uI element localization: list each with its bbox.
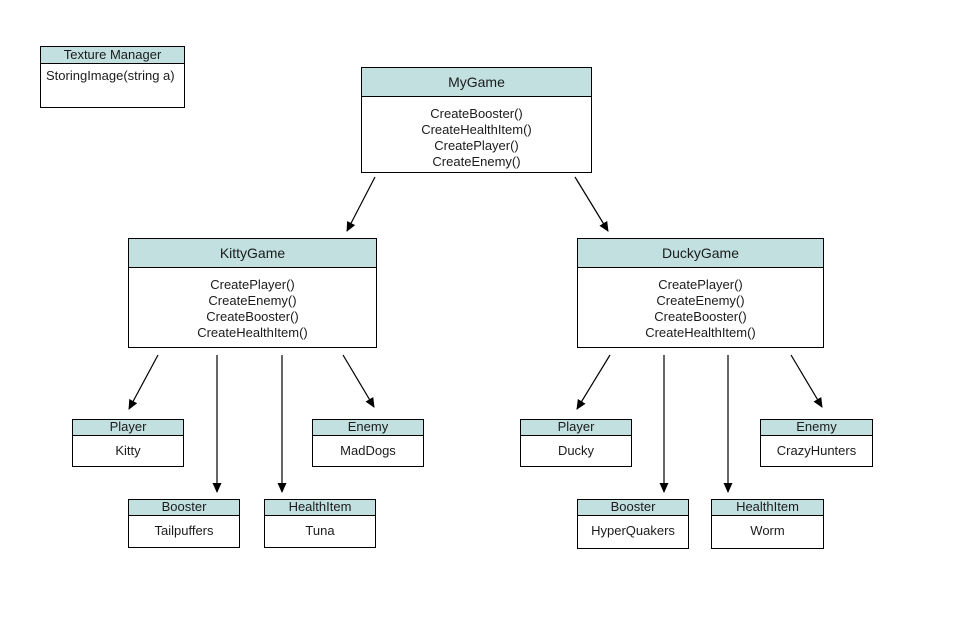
class-box-player-ducky[interactable]: Player Ducky [520,419,632,467]
class-member: Kitty [115,443,141,458]
class-member: CreateHealthItem() [197,325,308,340]
class-members: CreatePlayer() CreateEnemy() CreateBoost… [129,268,376,341]
class-member: Worm [750,523,785,538]
class-members: HyperQuakers [578,516,688,546]
class-box-booster-tailpuffers[interactable]: Booster Tailpuffers [128,499,240,548]
class-title-kittygame: KittyGame [129,239,376,268]
class-members: Tuna [265,516,375,546]
class-members: Ducky [521,436,631,466]
class-member: Ducky [557,443,595,458]
class-member: StoringImage(string a) [46,68,175,83]
class-box-healthitem-worm[interactable]: HealthItem Worm [711,499,824,549]
class-member: CreateHealthItem() [421,122,532,137]
class-title-booster: Booster [578,500,688,516]
class-members: MadDogs [313,436,423,466]
arrow-mygame-to-kittygame [346,176,376,232]
class-title-booster: Booster [129,500,239,516]
class-box-player-kitty[interactable]: Player Kitty [72,419,184,467]
class-member: CrazyHunters [776,443,857,458]
class-member: Tailpuffers [154,523,214,538]
class-box-enemy-maddogs[interactable]: Enemy MadDogs [312,419,424,467]
class-title-enemy: Enemy [313,420,423,436]
class-title-duckygame: DuckyGame [578,239,823,268]
class-box-healthitem-tuna[interactable]: HealthItem Tuna [264,499,376,548]
class-members: CreateBooster() CreateHealthItem() Creat… [362,97,591,170]
class-member: CreateEnemy() [656,293,745,308]
class-members: Tailpuffers [129,516,239,546]
class-member: CreateBooster() [206,309,299,324]
class-box-kittygame[interactable]: KittyGame CreatePlayer() CreateEnemy() C… [128,238,377,348]
class-member: MadDogs [340,443,396,458]
class-member: HyperQuakers [591,523,675,538]
arrow-kittygame-to-player [128,354,159,410]
class-box-enemy-crazyhunters[interactable]: Enemy CrazyHunters [760,419,873,467]
class-member: CreatePlayer() [210,277,295,292]
class-box-texture-manager[interactable]: Texture Manager StoringImage(string a) [40,46,185,108]
class-title-enemy: Enemy [761,420,872,436]
class-member: CreatePlayer() [434,138,519,153]
class-member: CreateBooster() [430,106,523,121]
arrow-duckygame-to-enemy [790,354,823,408]
class-title-player: Player [73,420,183,436]
class-members: StoringImage(string a) [41,64,184,83]
arrow-kittygame-to-enemy [342,354,375,408]
class-box-booster-hyperquakers[interactable]: Booster HyperQuakers [577,499,689,549]
class-member: CreateEnemy() [432,154,521,169]
class-title-healthitem: HealthItem [265,500,375,516]
class-members: CrazyHunters [761,436,872,466]
class-member: CreateHealthItem() [645,325,756,340]
class-box-duckygame[interactable]: DuckyGame CreatePlayer() CreateEnemy() C… [577,238,824,348]
class-member: CreateEnemy() [208,293,297,308]
arrow-duckygame-to-player [576,354,611,410]
class-members: Kitty [73,436,183,466]
arrow-mygame-to-duckygame [574,176,609,232]
class-title-player: Player [521,420,631,436]
class-member: CreatePlayer() [658,277,743,292]
class-title-mygame: MyGame [362,68,591,97]
class-members: Worm [712,516,823,546]
class-member: CreateBooster() [654,309,747,324]
class-box-mygame[interactable]: MyGame CreateBooster() CreateHealthItem(… [361,67,592,173]
class-members: CreatePlayer() CreateEnemy() CreateBoost… [578,268,823,341]
class-member: Tuna [305,523,335,538]
class-title-texture-manager: Texture Manager [41,47,184,64]
class-title-healthitem: HealthItem [712,500,823,516]
